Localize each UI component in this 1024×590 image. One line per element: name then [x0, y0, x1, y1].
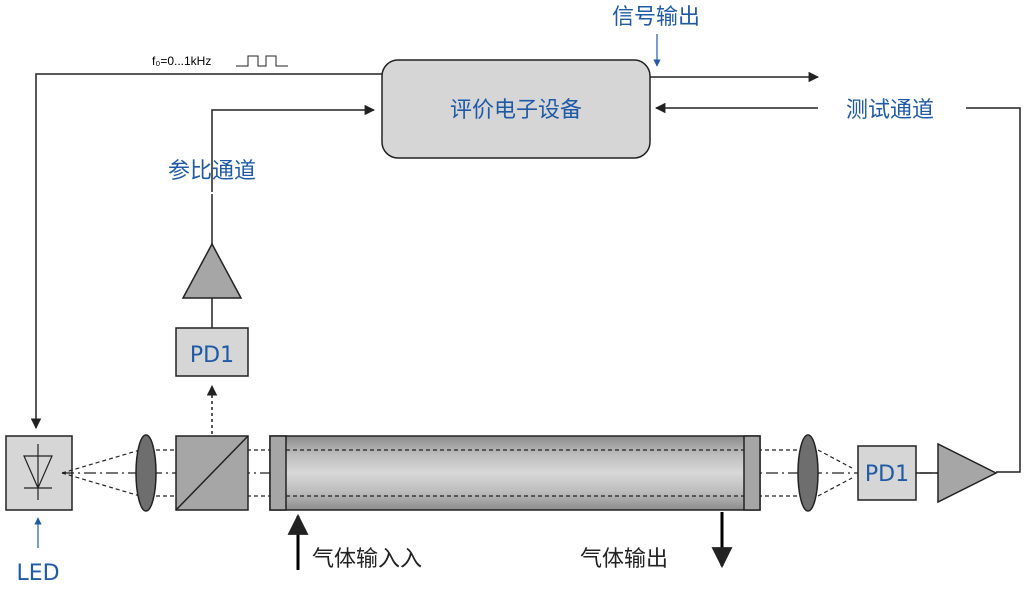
measurement-channel-label: 测试通道: [846, 98, 934, 123]
evaluation-electronics-block: 评价电子设备: [381, 59, 651, 159]
focusing-lens-icon: [797, 434, 819, 512]
beam-splitter-block: [175, 435, 249, 511]
led-drive-wire: [30, 73, 382, 430]
gas-inlet-label: 气体输入入: [312, 547, 422, 572]
measurement-amplifier-icon: [937, 442, 998, 504]
reference-amplifier-icon: [181, 242, 243, 299]
led-label: LED: [16, 561, 59, 586]
reference-photodiode-label: PD1: [190, 343, 234, 368]
reference-channel-wire: [211, 104, 376, 192]
evaluation-electronics-label: 评价电子设备: [450, 98, 582, 123]
cell-window-right: [743, 435, 761, 511]
square-wave-icon: [236, 55, 288, 67]
signal-output-label: 信号输出: [612, 5, 700, 30]
gas-cell: [269, 435, 761, 511]
reference-photodiode-block: PD1: [175, 327, 249, 377]
collimating-lens-icon: [135, 434, 157, 512]
measurement-channel-wire: [966, 107, 1021, 473]
modulation-frequency-label: f₀=0...1kHz: [152, 54, 211, 68]
beam-in-cell: [286, 449, 744, 497]
cell-window-left: [269, 435, 287, 511]
measurement-photodiode-block: PD1: [857, 445, 917, 501]
led-diode-icon: [23, 455, 53, 490]
measurement-photodiode-label: PD1: [865, 462, 909, 487]
gas-outlet-label: 气体输出: [580, 547, 668, 572]
led-block: [5, 435, 73, 511]
